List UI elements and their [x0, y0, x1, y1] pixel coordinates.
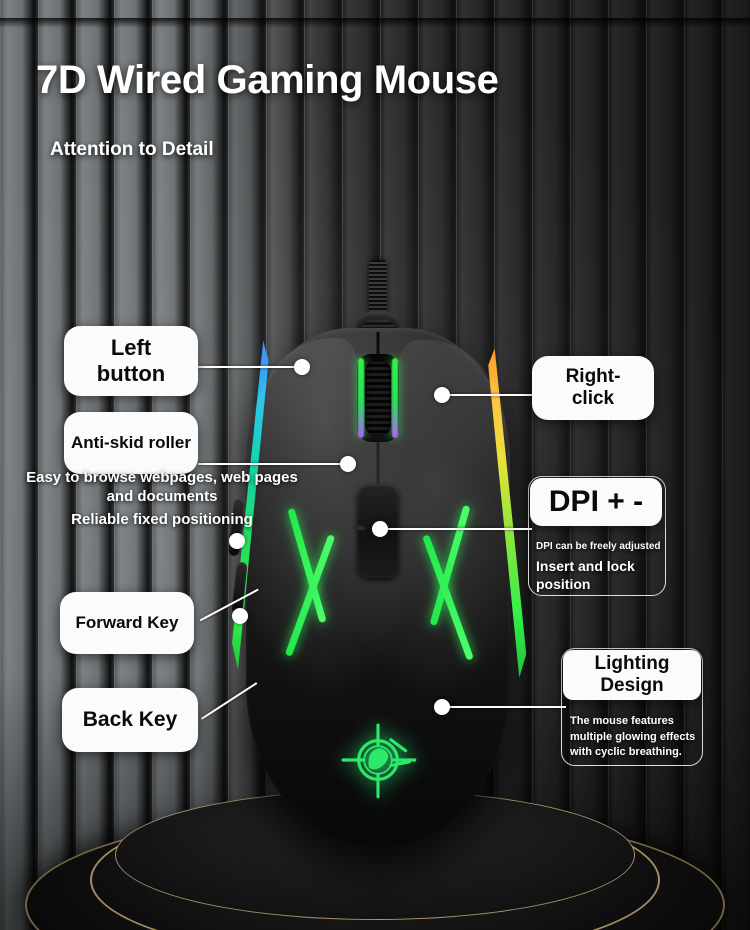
crosshair-scope-logo-icon: [341, 723, 417, 799]
page-subtitle: Attention to Detail: [50, 139, 214, 160]
leader-line-dpi: [380, 528, 532, 530]
description-dpi-line2: Insert and lock position: [536, 557, 635, 593]
marker-dot-lighting-design: [434, 699, 450, 715]
marker-dot-left-button: [294, 359, 310, 375]
braided-cable-icon: [369, 260, 387, 322]
callout-back-key: Back Key: [62, 688, 198, 752]
description-anti-skid-line1: Easy to browse webpages, web pages and d…: [26, 469, 298, 506]
callout-lighting-design: Lighting Design: [563, 650, 701, 700]
gaming-mouse-product: [227, 260, 528, 862]
description-anti-skid-roller: Easy to browse webpages, web pages and d…: [12, 468, 312, 530]
description-dpi: DPI can be freely adjusted Insert and lo…: [536, 540, 662, 594]
marker-dot-back-key: [232, 608, 248, 624]
leader-line-anti-skid-roller: [198, 463, 348, 465]
callout-right-click-line2: click: [571, 388, 615, 409]
callout-group-dpi: [528, 476, 666, 596]
callout-forward-key: Forward Key: [60, 592, 194, 654]
description-anti-skid-line2: Reliable fixed positioning: [71, 511, 253, 529]
callout-anti-skid-roller: Anti-skid roller: [64, 412, 198, 474]
callout-group-lighting-design: [561, 648, 703, 766]
leader-line-right-click: [440, 394, 534, 396]
description-dpi-line1: DPI can be freely adjusted: [536, 541, 661, 552]
leader-line-lighting-design: [444, 706, 566, 708]
marker-dot-anti-skid-roller: [340, 456, 356, 472]
callout-right-click: Right- click: [532, 356, 654, 420]
anti-skid-scroll-wheel: [365, 360, 391, 436]
description-lighting-design: The mouse features multiple glowing effe…: [570, 714, 698, 761]
callout-left-button-line2: button: [96, 361, 166, 386]
page-title: 7D Wired Gaming Mouse: [36, 58, 499, 102]
description-lighting-line3: with cyclic breathing.: [570, 746, 682, 759]
leader-line-left-button: [198, 366, 298, 368]
scroll-wheel-glow-right: [392, 358, 398, 438]
marker-dot-forward-key: [229, 533, 245, 549]
scroll-wheel-glow-left: [358, 358, 364, 438]
callout-left-button-line1: Left: [110, 335, 152, 361]
marker-dot-dpi: [372, 521, 388, 537]
marker-dot-right-click: [434, 387, 450, 403]
description-lighting-line2: multiple glowing effects: [570, 730, 696, 743]
callout-left-button: Left button: [64, 326, 198, 396]
callout-dpi: DPI + -: [530, 478, 662, 526]
callout-right-click-line1: Right-: [565, 365, 621, 387]
description-lighting-line1: The mouse features: [570, 715, 674, 727]
